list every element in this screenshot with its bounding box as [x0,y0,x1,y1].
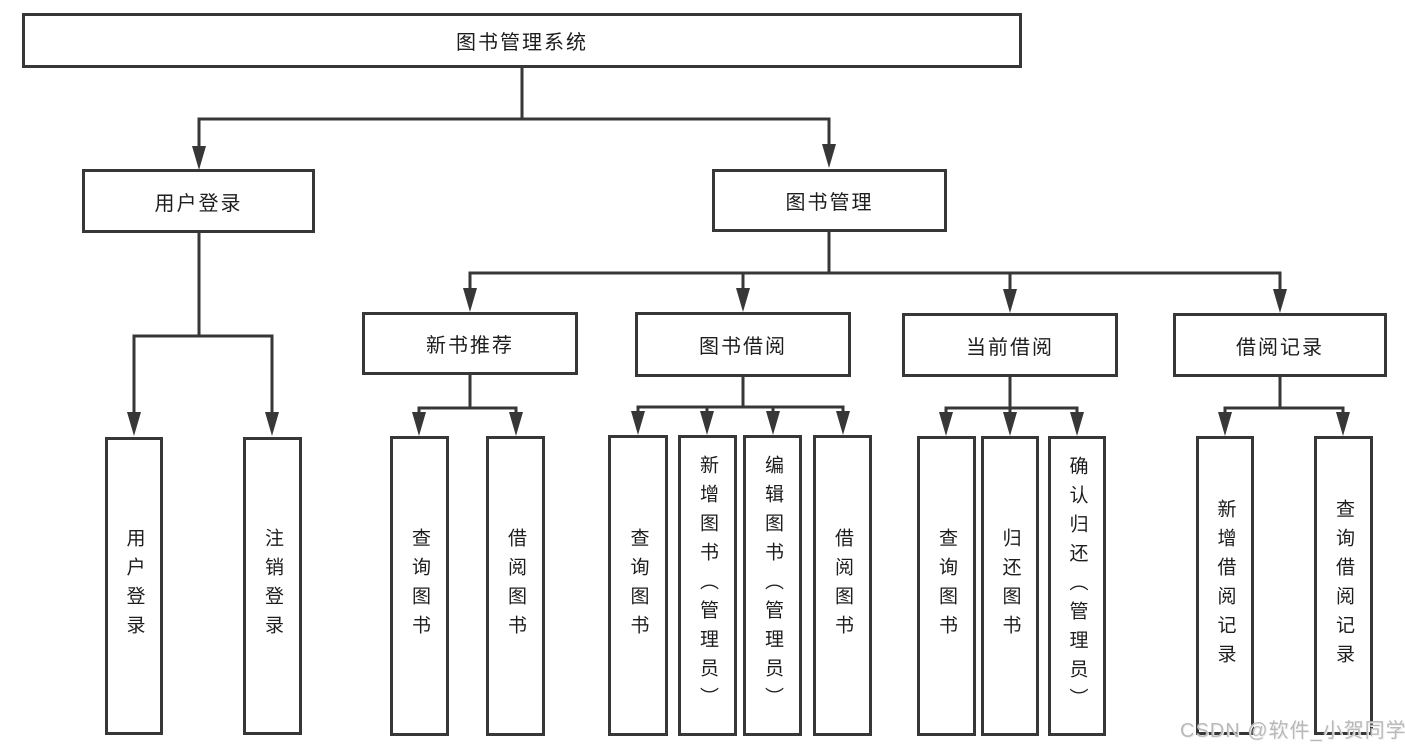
node-current-borrow: 当前借阅 [902,313,1118,377]
node-root: 图书管理系统 [22,13,1022,68]
arrow-head [736,288,750,312]
arrow-head [192,146,206,170]
leaf-borrow-books-2: 借阅图书 [813,435,872,736]
node-new-book-recommend-label: 新书推荐 [426,335,514,357]
arrow-head [822,144,836,168]
leaf-query-books-3-label: 查询图书 [936,528,957,644]
arrow-head [1003,289,1017,313]
arrow-head [1003,412,1017,436]
node-book-borrow-label: 图书借阅 [699,336,787,358]
edge-currentborrow-branch [944,406,1079,416]
arrow-head [836,411,850,435]
leaf-logout-label: 注销登录 [262,528,283,644]
arrow-head [265,412,279,436]
edge-newbook-branch [417,406,518,416]
leaf-query-books-2: 查询图书 [608,435,668,736]
arrow-head [1218,412,1232,436]
node-user-login-label: 用户登录 [154,192,243,215]
leaf-confirm-return-admin: 确认归还（管理员） [1048,436,1106,736]
leaf-return-book: 归还图书 [981,436,1039,736]
leaf-confirm-return-admin-label: 确认归还（管理员） [1066,455,1088,717]
leaf-user-login: 用户登录 [105,437,163,735]
arrow-head [700,411,714,435]
leaf-add-book-admin: 新增图书（管理员） [678,435,737,736]
leaf-query-books-3: 查询图书 [917,436,976,736]
node-borrow-records-label: 借阅记录 [1236,336,1324,359]
edge-borrowrecord-branch [1223,406,1345,416]
node-book-management-label: 图书管理 [785,192,874,214]
leaf-add-borrow-record-label: 新增借阅记录 [1214,498,1236,673]
leaf-query-borrow-record: 查询借阅记录 [1314,436,1373,735]
edge-level2-branch [197,117,831,150]
node-book-management: 图书管理 [712,169,947,232]
leaf-add-borrow-record: 新增借阅记录 [1196,436,1254,735]
leaf-logout: 注销登录 [243,437,302,735]
leaf-query-books-1-label: 查询图书 [409,528,430,644]
leaf-query-books-1: 查询图书 [390,436,449,736]
node-root-label: 图书管理系统 [456,32,588,54]
leaf-add-book-admin-label: 新增图书（管理员） [697,455,718,716]
leaf-edit-book-admin: 编辑图书（管理员） [743,435,802,736]
edge-level3-branch [468,271,1282,293]
arrow-head [1336,412,1350,436]
arrow-head [509,412,523,436]
node-borrow-records: 借阅记录 [1173,313,1387,377]
leaf-user-login-label: 用户登录 [123,528,145,644]
arrow-head [412,412,426,436]
node-current-borrow-label: 当前借阅 [966,336,1054,359]
edge-userlogin-branch [132,334,274,416]
arrow-head [631,411,645,435]
node-new-book-recommend: 新书推荐 [362,312,578,375]
leaf-return-book-label: 归还图书 [999,528,1021,644]
node-user-login: 用户登录 [82,169,315,233]
csdn-watermark: CSDN @软件_小贺同学 [1180,720,1405,742]
arrow-head [1070,412,1084,436]
arrow-head [127,412,141,436]
node-book-borrow: 图书借阅 [635,312,851,377]
arrow-head [766,411,780,435]
leaf-borrow-books-2-label: 借阅图书 [832,527,853,644]
edge-bookborrow-branch [636,405,845,415]
leaf-borrow-books-1-label: 借阅图书 [505,528,526,644]
arrow-head [463,288,477,312]
leaf-edit-book-admin-label: 编辑图书（管理员） [762,455,783,716]
leaf-borrow-books-1: 借阅图书 [486,436,545,736]
arrow-head [1273,289,1287,313]
leaf-query-books-2-label: 查询图书 [627,527,649,644]
leaf-query-borrow-record-label: 查询借阅记录 [1333,498,1354,673]
arrow-head [939,412,953,436]
